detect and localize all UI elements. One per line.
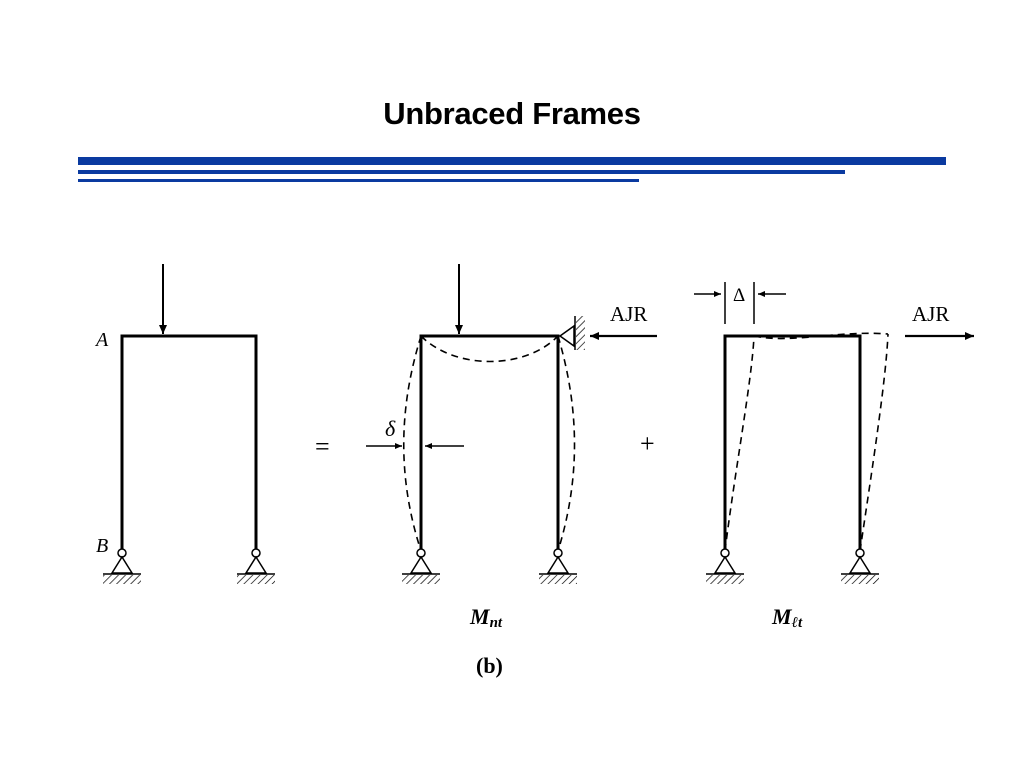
joint-a-label: A — [94, 329, 109, 351]
equals-sign: = — [315, 432, 330, 461]
moment-nt-symbol: M — [469, 604, 491, 629]
deflected-shape-right-column — [557, 335, 576, 552]
deflected-shape-beam — [420, 335, 559, 363]
title-underline-top — [78, 157, 946, 165]
frame-lateral-translation: Δ AJR Mℓt — [694, 282, 974, 631]
pin-support-left-2 — [402, 548, 440, 584]
artificial-joint-restraint — [558, 316, 585, 350]
moment-lt-subscript: ℓt — [792, 615, 803, 631]
pin-support-right-2 — [539, 548, 577, 584]
deflected-shape-left-column — [403, 335, 422, 552]
title-underline-bottom — [78, 179, 639, 182]
moment-lt-symbol: M — [771, 604, 793, 629]
delta-small-label: δ — [385, 416, 396, 441]
frame-1-members — [120, 334, 258, 551]
frame-3-members — [723, 334, 862, 551]
slide-title: Unbraced Frames — [383, 96, 641, 131]
sway-shape-left-column — [724, 335, 755, 552]
plus-sign: + — [640, 429, 655, 458]
moment-lt-label: Mℓt — [771, 604, 803, 631]
frame-original: A B — [94, 264, 275, 584]
title-underline-middle — [78, 170, 845, 174]
pin-support-left-3 — [706, 548, 744, 584]
figure-caption: (b) — [476, 653, 503, 678]
frame-no-translation: δ AJR Mnt — [366, 264, 657, 631]
pin-support-right-1 — [237, 548, 275, 584]
moment-nt-subscript: nt — [490, 615, 503, 631]
ajr-label-right: AJR — [912, 302, 949, 326]
sway-shape-beam — [753, 332, 889, 340]
joint-b-label: B — [96, 535, 108, 557]
sway-shape-right-column — [859, 333, 889, 552]
ajr-label-left: AJR — [610, 302, 647, 326]
delta-large-label: Δ — [733, 285, 745, 306]
moment-nt-label: Mnt — [469, 604, 503, 631]
pin-support-b — [103, 548, 141, 584]
frame-2-members — [419, 334, 560, 551]
pin-support-right-3 — [841, 548, 879, 584]
